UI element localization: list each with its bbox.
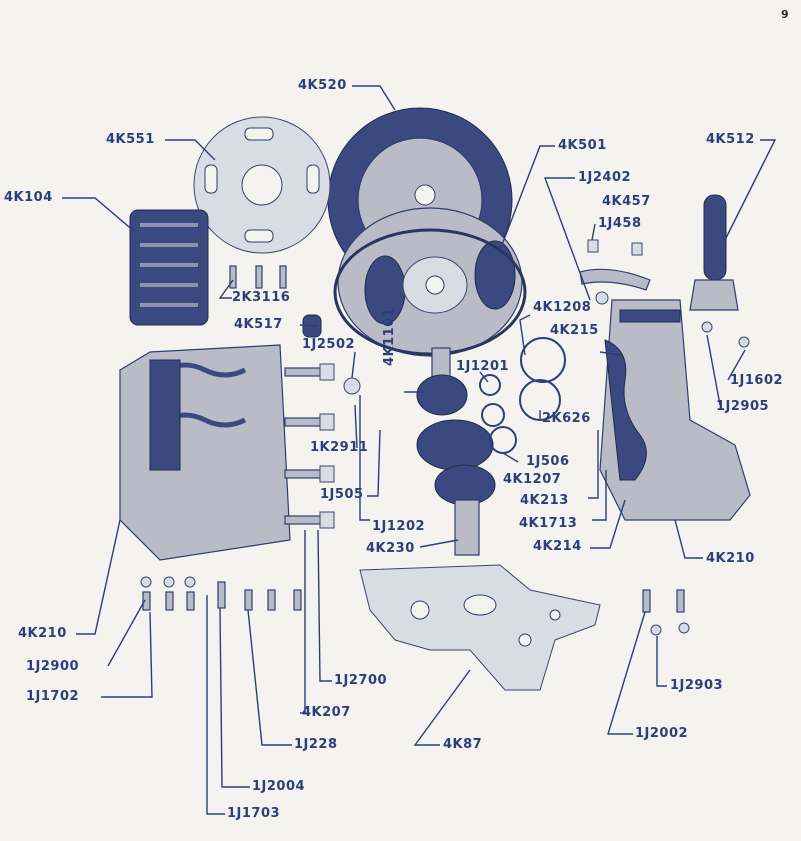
label-1j1201: 1J1201: [456, 359, 510, 374]
cylinder-head: [129, 209, 209, 326]
stator-plate: [333, 207, 527, 357]
label-4k1207: 4K1207: [503, 472, 562, 487]
label-4k520: 4K520: [298, 78, 347, 93]
breaker-plate: [193, 116, 331, 254]
label-4k512: 4K512: [706, 132, 755, 147]
label-4k214: 4K214: [533, 539, 582, 554]
label-1j2900: 1J2900: [26, 659, 80, 674]
label-2k3116: 2K3116: [232, 290, 291, 305]
nut-1j458: [587, 239, 599, 253]
rings: [479, 337, 566, 454]
label-1j1703: 1J1703: [227, 806, 281, 821]
screws-2k3116: [229, 265, 287, 289]
label-4k230: 4K230: [366, 541, 415, 556]
nut-4k457: [631, 242, 643, 256]
label-1j505: 1J505: [320, 487, 364, 502]
label-4k210-right: 4K210: [706, 551, 755, 566]
label-2k626: 2K626: [542, 411, 591, 426]
label-1j1602: 1J1602: [730, 373, 784, 388]
label-1j2905: 1J2905: [716, 399, 770, 414]
label-4k87: 4K87: [443, 737, 483, 752]
label-4k207: 4K207: [302, 705, 351, 720]
label-4k501: 4K501: [558, 138, 607, 153]
label-1j506: 1J506: [526, 454, 570, 469]
washer-1j2905: [701, 321, 713, 333]
label-4k1208: 4K1208: [533, 300, 592, 315]
page-number: 9: [781, 8, 789, 21]
studs-and-nuts: [284, 363, 335, 529]
label-4k1713: 4K1713: [519, 516, 578, 531]
label-4k457: 4K457: [602, 194, 651, 209]
label-4k517: 4K517: [234, 317, 283, 332]
tiller-handle: [689, 194, 739, 311]
label-1j2903: 1J2903: [670, 678, 724, 693]
label-1j2402: 1J2402: [578, 170, 632, 185]
screw-4k1208: [595, 291, 609, 305]
label-4k1101: 4K1101: [382, 307, 397, 366]
leader-lines: [62, 85, 777, 815]
label-1j2004: 1J2004: [252, 779, 306, 794]
label-1j458: 1J458: [598, 216, 642, 231]
label-1j1202: 1J1202: [372, 519, 426, 534]
crankcase-right: [599, 299, 751, 521]
label-1j2002: 1J2002: [635, 726, 689, 741]
label-4k104: 4K104: [4, 190, 53, 205]
label-1j2700: 1J2700: [334, 673, 388, 688]
label-4k213: 4K213: [520, 493, 569, 508]
seal: [343, 377, 361, 395]
label-1j1702: 1J1702: [26, 689, 80, 704]
washer-1j1602: [738, 336, 750, 348]
label-1j228: 1J228: [294, 737, 338, 752]
label-4k551: 4K551: [106, 132, 155, 147]
crankshaft: [416, 347, 496, 556]
small-fasteners: [140, 576, 690, 636]
gasket: [359, 564, 601, 691]
label-1k2911: 1K2911: [310, 440, 369, 455]
arm: [579, 268, 651, 291]
label-4k210-left: 4K210: [18, 626, 67, 641]
crankcase-left: [119, 344, 291, 561]
label-4k215: 4K215: [550, 323, 599, 338]
label-1j2502: 1J2502: [302, 337, 356, 352]
